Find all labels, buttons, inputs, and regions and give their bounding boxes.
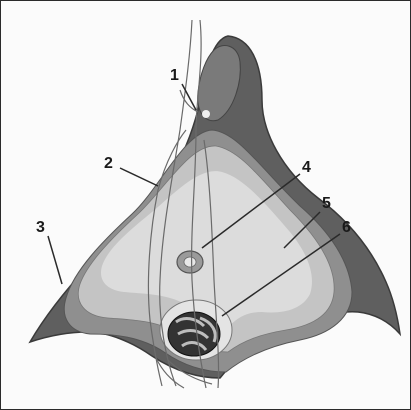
label-5: 5 [322,195,331,212]
label-2: 2 [104,155,113,172]
label-3: 3 [36,219,45,236]
leader-2 [120,168,158,186]
leader-3 [48,236,62,284]
label-1: 1 [170,67,179,84]
label-6: 6 [342,219,351,236]
label-4: 4 [302,159,311,176]
glans-dot [202,110,210,118]
